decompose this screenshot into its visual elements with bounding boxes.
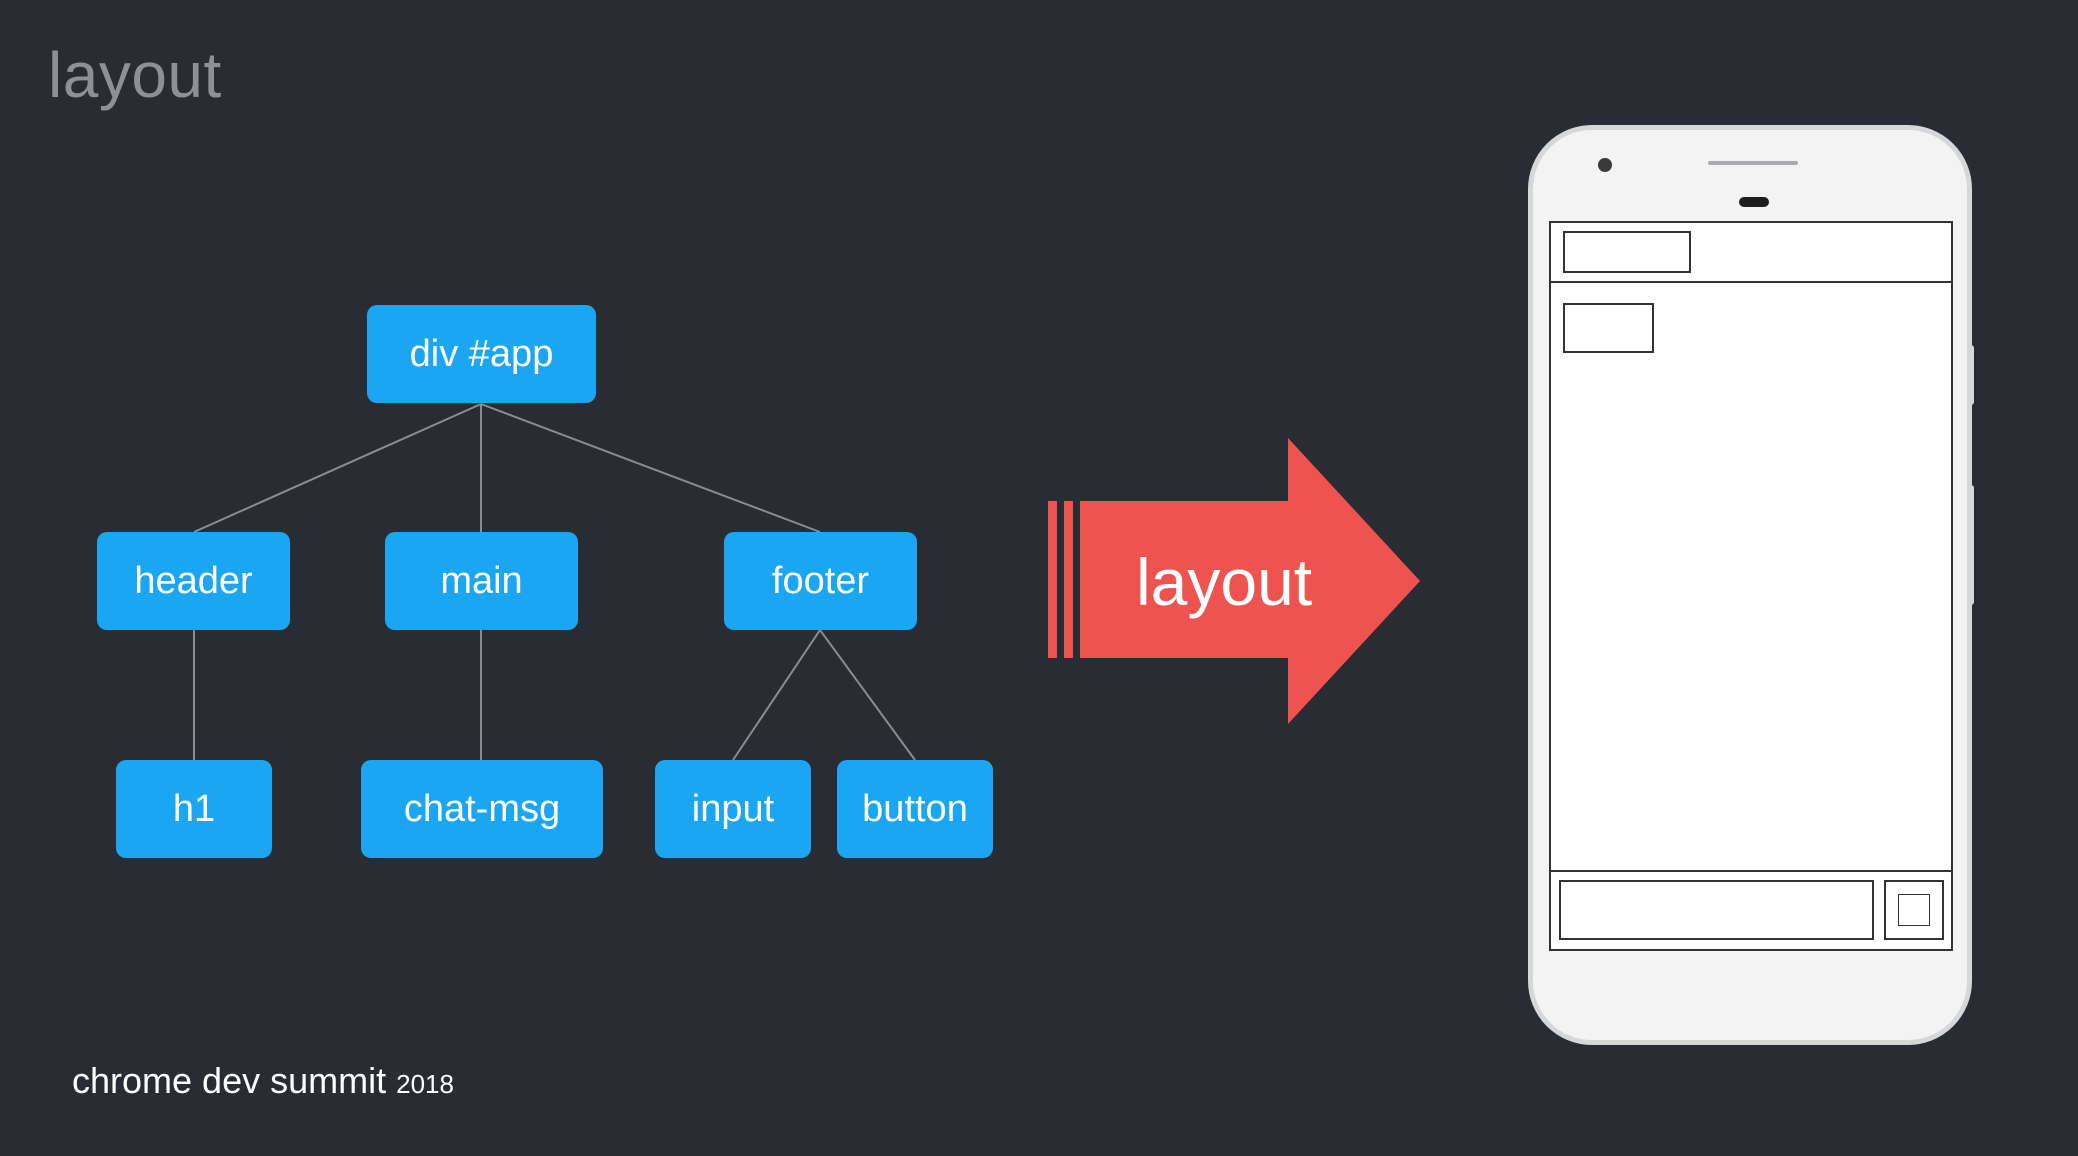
phone-mockup: [1528, 125, 1974, 1045]
arrow-label: layout: [1136, 545, 1313, 619]
arrow-stripe-2: [1064, 501, 1073, 658]
side-button-power: [1968, 345, 1974, 405]
wireframe-chat-msg: [1563, 303, 1654, 353]
wireframe-header: [1551, 223, 1951, 283]
edge-footer-button: [819, 629, 916, 761]
wireframe-footer: [1551, 870, 1951, 949]
node-footer: footer: [724, 532, 917, 630]
brand-text: chrome dev summit: [72, 1060, 387, 1101]
phone-screen: [1549, 221, 1953, 951]
side-button-volume: [1968, 485, 1974, 605]
brand-year: 2018: [396, 1069, 454, 1099]
wireframe-button-inner: [1898, 894, 1930, 926]
speaker-icon: [1708, 161, 1798, 165]
edge-app-footer: [480, 403, 821, 533]
wireframe-h1: [1563, 231, 1691, 273]
node-div-app: div #app: [367, 305, 596, 403]
arrow-body: [1080, 438, 1420, 724]
edge-app-header: [193, 403, 482, 533]
node-main: main: [385, 532, 578, 630]
node-h1: h1: [116, 760, 272, 858]
sensor-icon: [1739, 197, 1769, 207]
slide-title: layout: [48, 39, 222, 111]
node-header: header: [97, 532, 290, 630]
camera-icon: [1598, 158, 1612, 172]
edge-footer-input: [732, 629, 821, 761]
layout-arrow: [1048, 438, 1420, 724]
node-chat-msg: chat-msg: [361, 760, 603, 858]
node-input: input: [655, 760, 811, 858]
wireframe-button: [1884, 880, 1944, 940]
wireframe-input: [1559, 880, 1874, 940]
node-button: button: [837, 760, 993, 858]
arrow-stripe-1: [1048, 501, 1057, 658]
brand-logo: chrome dev summit 2018: [72, 1060, 454, 1102]
